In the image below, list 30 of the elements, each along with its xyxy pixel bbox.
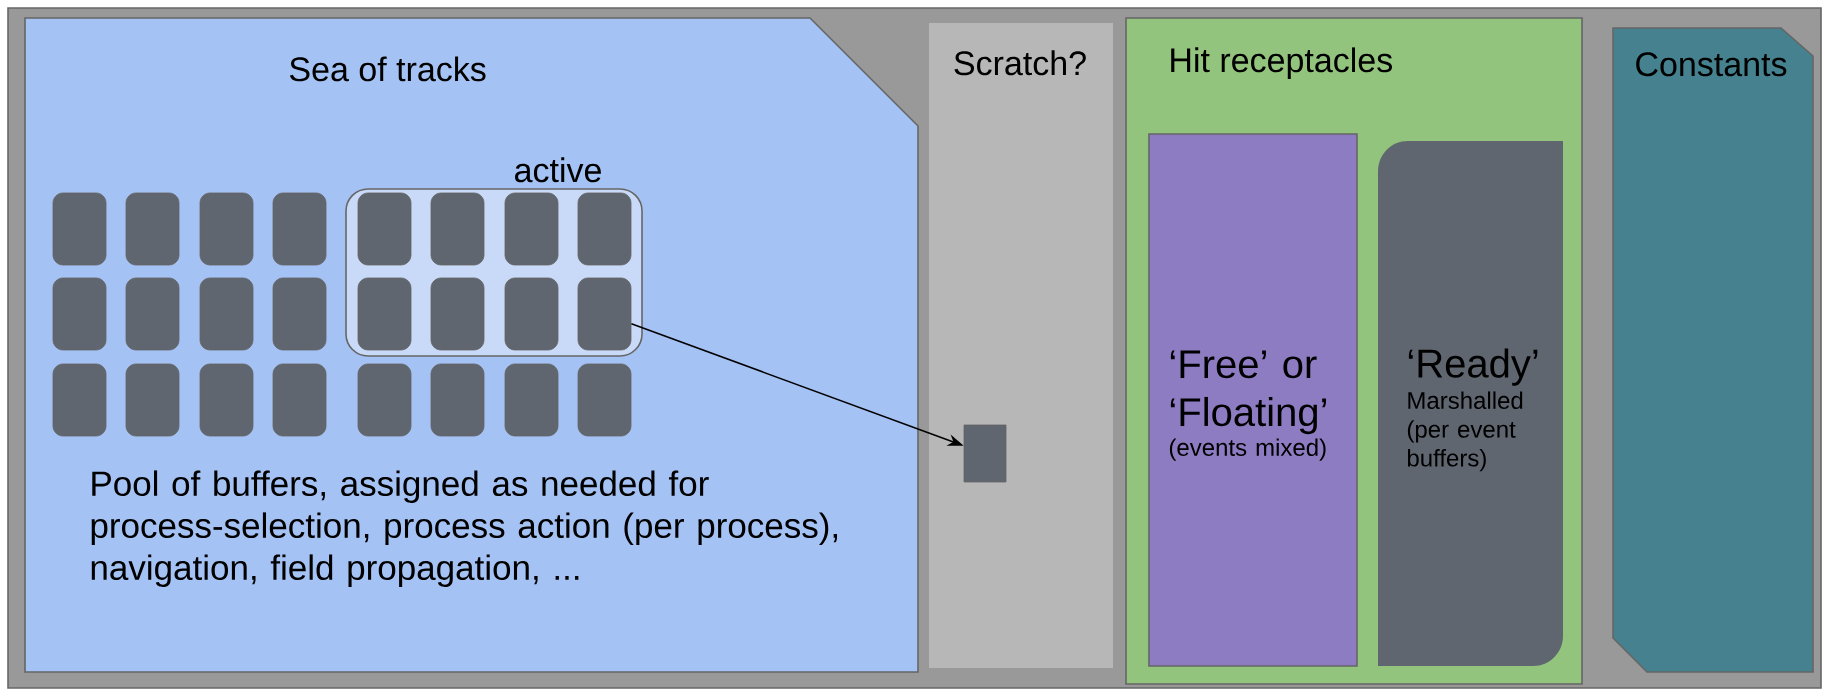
buffer-box [577, 277, 632, 351]
buffer-box [199, 192, 254, 266]
buffer-box [963, 424, 1007, 483]
panel: Constants [1612, 27, 1814, 673]
buffer-box [272, 277, 327, 351]
buffer-box [357, 363, 412, 437]
panel: Scratch? [929, 23, 1113, 668]
receptacle-box: ‘Ready’ Marshalled (per event buffers) [1378, 141, 1563, 666]
node-label: active [515, 157, 601, 183]
buffer-box [577, 363, 632, 437]
buffer-box [272, 363, 327, 437]
buffer-box [125, 192, 180, 266]
buffer-box [504, 363, 559, 437]
buffer-box [52, 277, 107, 351]
buffer-box [52, 363, 107, 437]
buffer-box [52, 192, 107, 266]
buffer-box [504, 192, 559, 266]
buffer-box [199, 363, 254, 437]
buffer-box [430, 363, 485, 437]
buffer-box [272, 192, 327, 266]
buffer-box [357, 277, 412, 351]
buffer-box [199, 277, 254, 351]
buffer-box [504, 277, 559, 351]
buffer-box [430, 277, 485, 351]
buffer-box [430, 192, 485, 266]
receptacle-box: ‘Free’ or ‘Floating’ (events mixed) [1148, 133, 1358, 667]
buffer-box [125, 363, 180, 437]
buffer-box [357, 192, 412, 266]
buffer-box [577, 192, 632, 266]
buffer-box [125, 277, 180, 351]
